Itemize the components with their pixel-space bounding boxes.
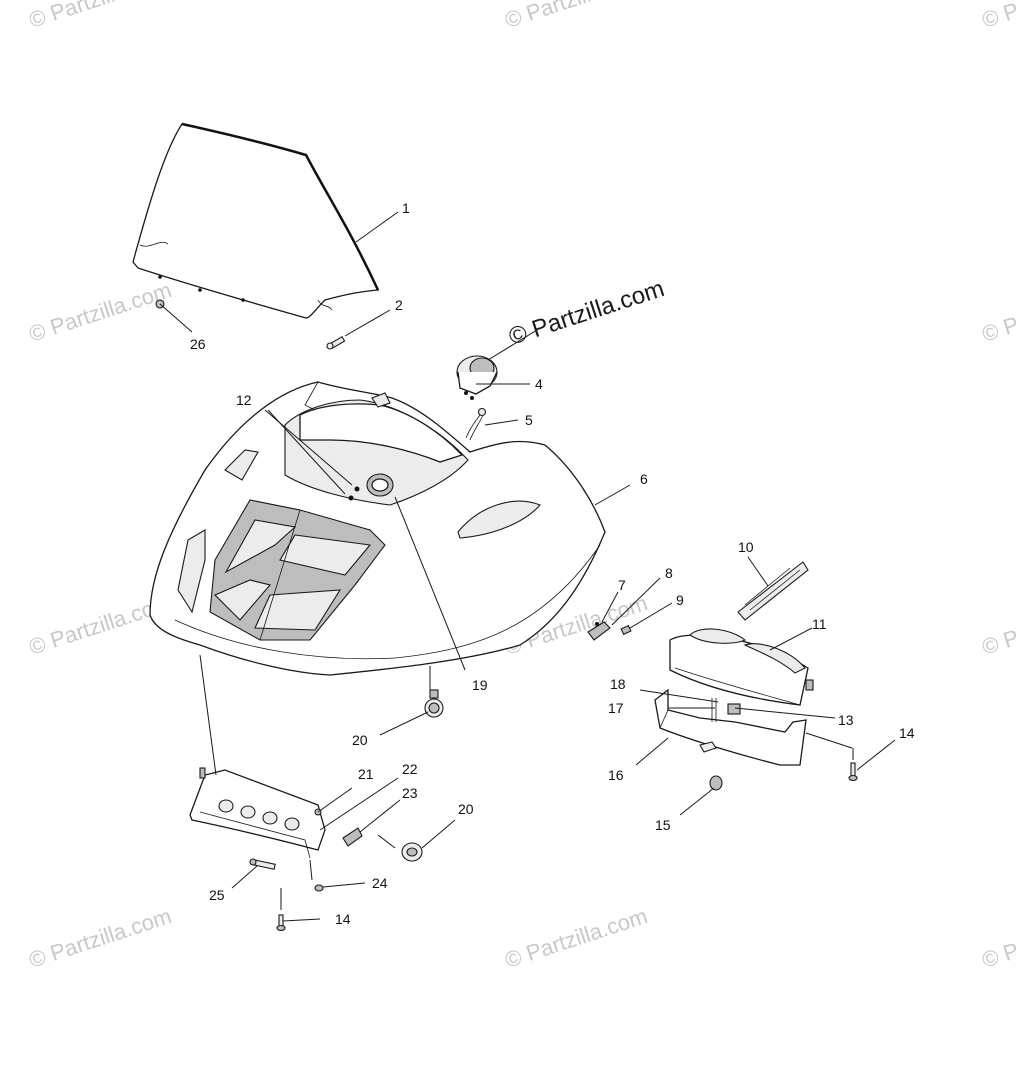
clip-part (342, 827, 363, 847)
bolt-part (848, 762, 858, 782)
bolt-part (276, 914, 286, 932)
watermark: © Partzilla.com (26, 903, 175, 973)
callout-number: 12 (236, 392, 252, 408)
callout-number: 8 (665, 565, 673, 581)
watermark-center: © Partzilla.com (506, 275, 668, 351)
callout-number: 13 (838, 712, 854, 728)
callout-number: 6 (640, 471, 648, 487)
headlight-part (669, 628, 814, 706)
callout-number: 20 (352, 732, 368, 748)
hood-part (149, 381, 606, 676)
harness-part (737, 561, 809, 621)
watermark: © P (979, 0, 1022, 33)
callout-number: 1 (402, 200, 410, 216)
callout-number: 15 (655, 817, 671, 833)
callout-number: 16 (608, 767, 624, 783)
callout-labels: 1 2 4 5 6 7 8 9 10 11 12 13 14 15 16 17 … (190, 200, 915, 927)
watermark: © P (979, 312, 1022, 347)
spring-part (620, 624, 632, 636)
callout-number: 2 (395, 297, 403, 313)
callout-number: 25 (209, 887, 225, 903)
callout-number: 17 (608, 700, 624, 716)
callout-number: 4 (535, 376, 543, 392)
callout-number: 7 (618, 577, 626, 593)
callout-number: 14 (335, 911, 351, 927)
bracket-part (587, 621, 611, 641)
callout-number: 19 (472, 677, 488, 693)
grommet-part (424, 689, 444, 718)
leader-lines (159, 211, 896, 922)
windshield-part (132, 122, 380, 319)
grommet-part (401, 842, 423, 862)
callout-number: 14 (899, 725, 915, 741)
watermark: © P (979, 625, 1022, 660)
callout-number: 26 (190, 336, 206, 352)
callout-number: 9 (676, 592, 684, 608)
callout-number: 18 (610, 676, 626, 692)
washer-part (314, 884, 324, 892)
watermark: © Partzilla.com (26, 0, 175, 33)
callout-number: 23 (402, 785, 418, 801)
watermark: © P (979, 938, 1022, 973)
watermark: © Partzilla.com (502, 903, 651, 973)
pin-part (249, 858, 276, 870)
gauge-part (456, 355, 498, 400)
bulb-part (465, 407, 487, 441)
callout-number: 11 (812, 616, 827, 632)
screw-part (326, 336, 346, 350)
callout-number: 21 (358, 766, 374, 782)
callout-number: 20 (458, 801, 474, 817)
callout-number: 10 (738, 539, 754, 555)
callout-number: 5 (525, 412, 533, 428)
grille-part (189, 767, 326, 859)
grommet-part (709, 775, 723, 791)
watermark: © Partzilla.com (502, 0, 651, 33)
callout-number: 22 (402, 761, 418, 777)
watermark: © Partzilla.com (26, 277, 175, 347)
callout-number: 24 (372, 875, 388, 891)
